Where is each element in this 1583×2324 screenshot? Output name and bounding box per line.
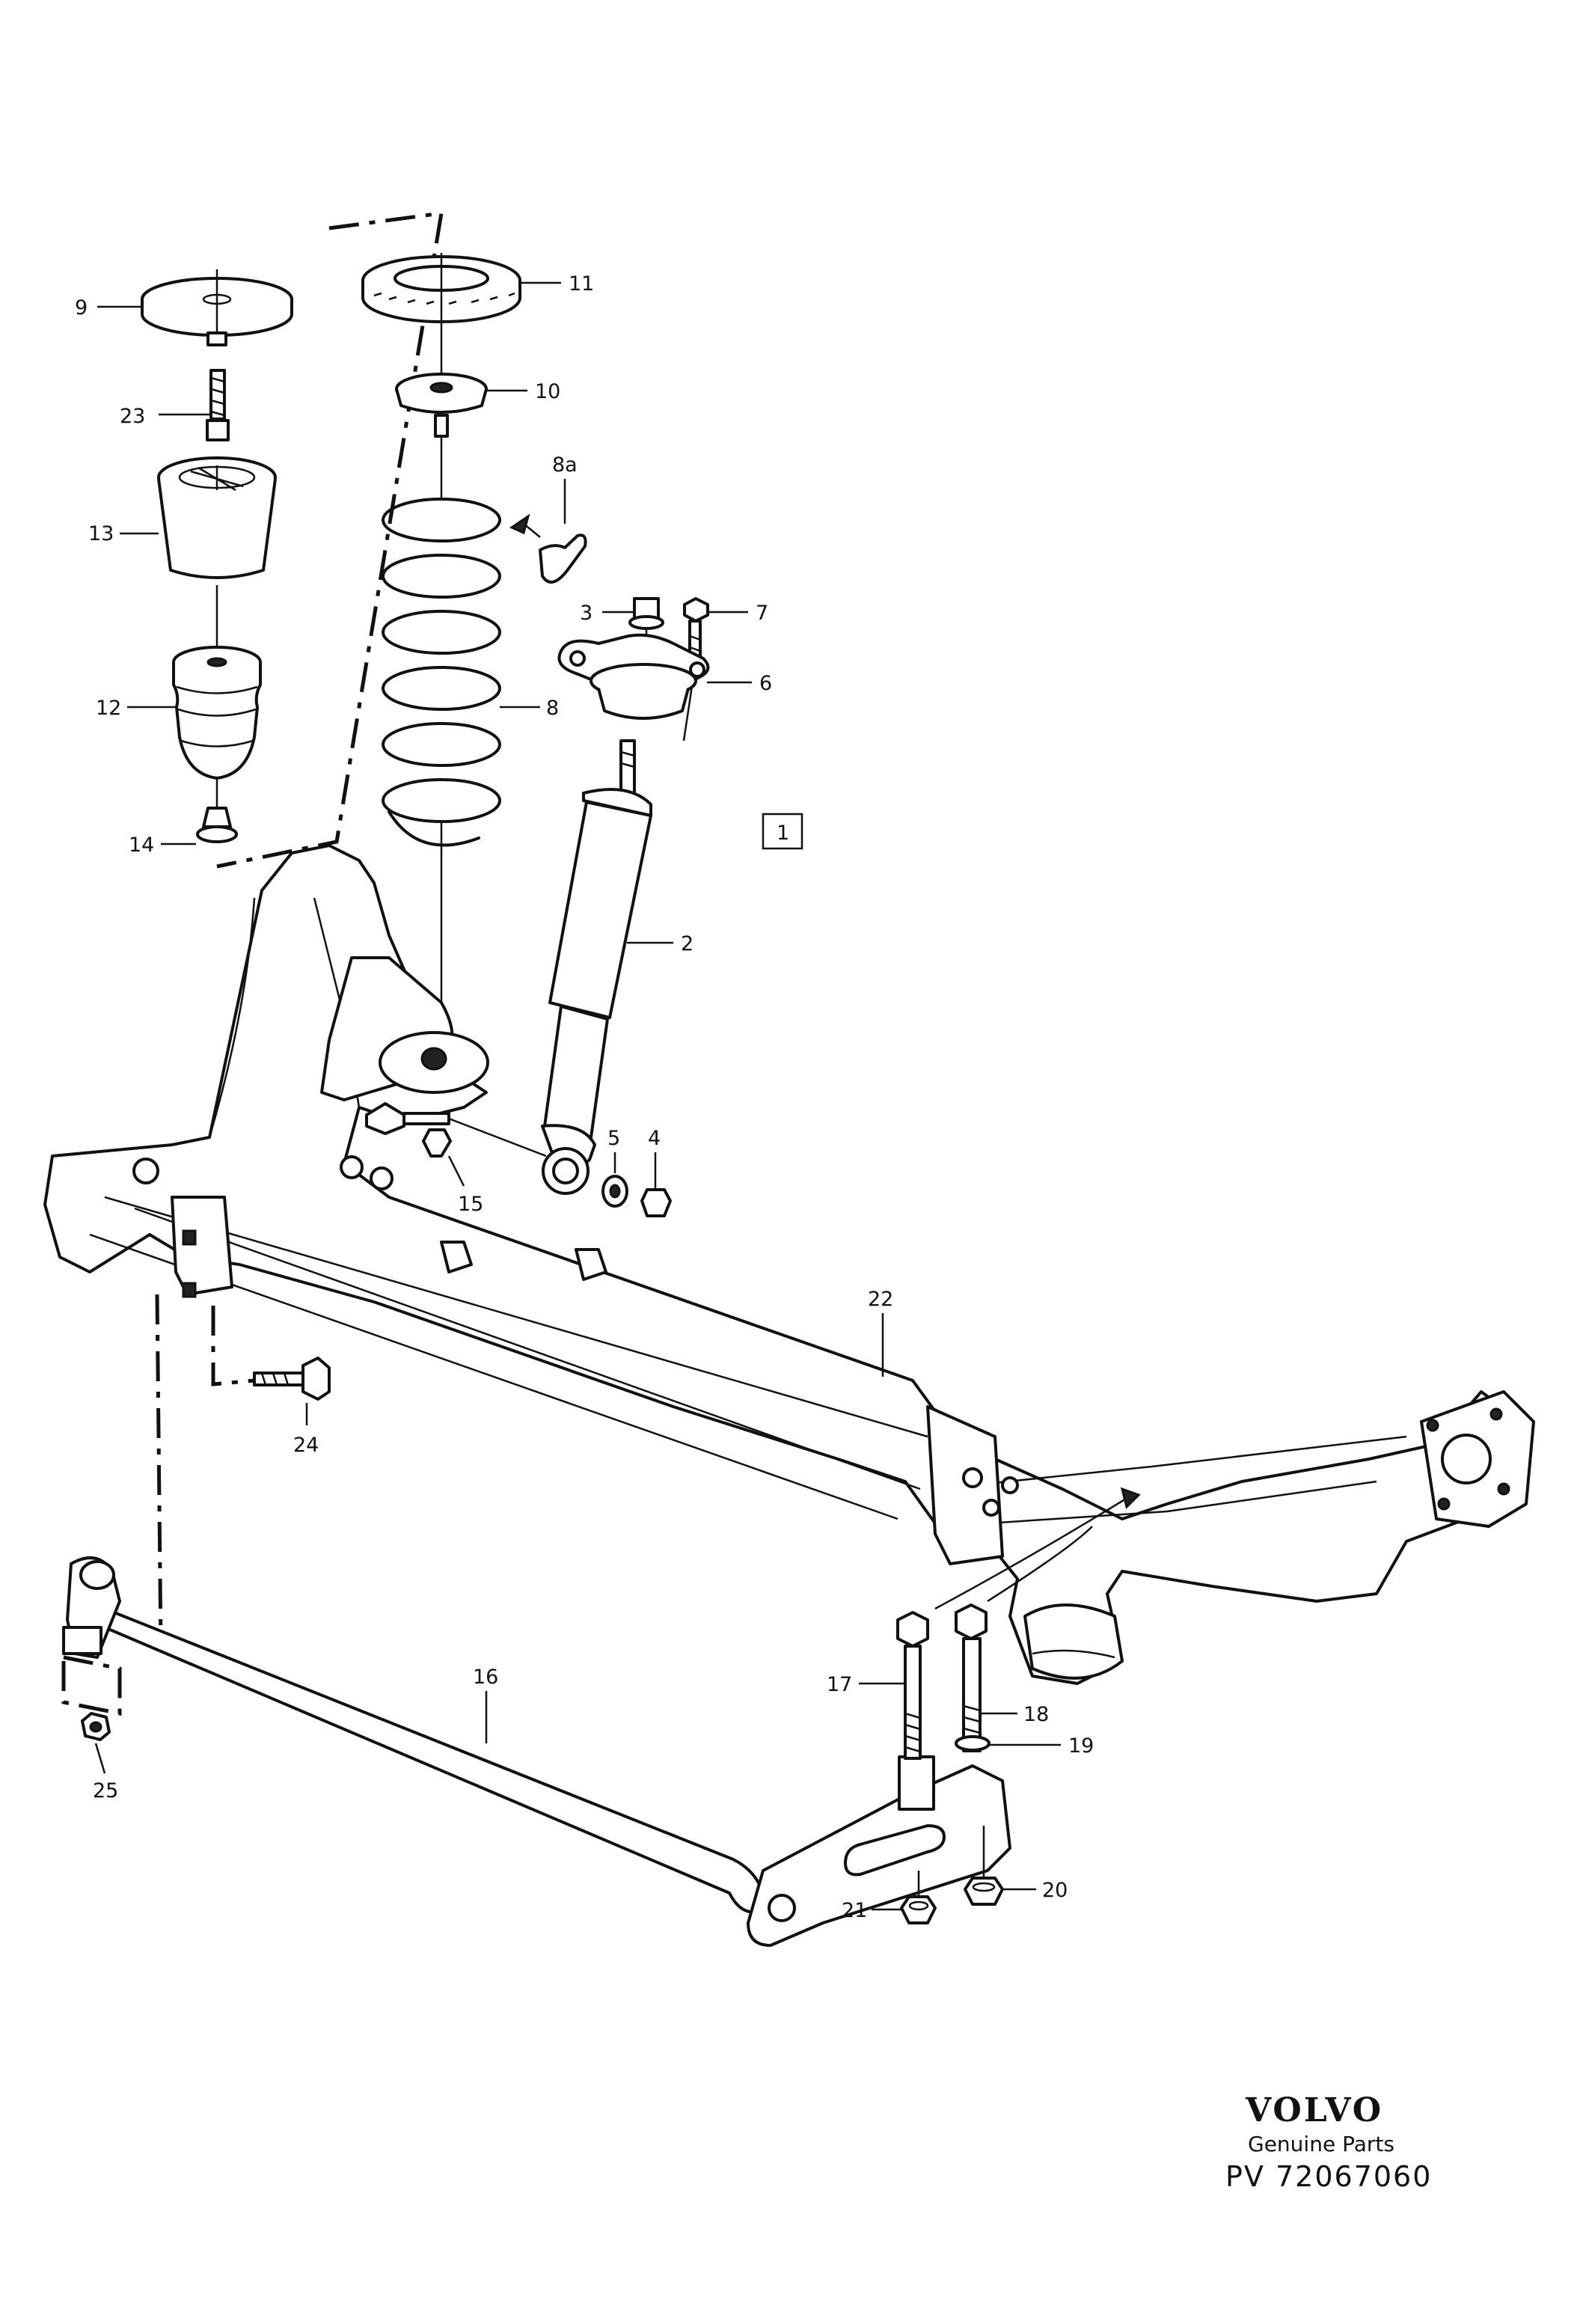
hose-8a [509, 513, 587, 584]
callout-22: 22 [868, 1288, 893, 1311]
callout-25: 25 [93, 1779, 118, 1802]
callout-14: 14 [129, 834, 154, 857]
assembly-outline [216, 211, 444, 869]
callout-23: 23 [120, 405, 145, 428]
callout-24: 24 [293, 1434, 319, 1457]
callout-1: 1 [777, 822, 789, 845]
bolt-24 [253, 1357, 331, 1401]
nut-14 [196, 807, 238, 843]
bolt-24-guide [211, 1306, 255, 1386]
callout-21: 21 [842, 1899, 867, 1922]
upper-mount-6 [557, 633, 710, 720]
stabilizer-bar-16 [61, 1556, 765, 1914]
callout-6: 6 [759, 672, 772, 695]
brand-block: VOLVO Genuine Parts PV 72067060 [1225, 2091, 1432, 2193]
callout-13: 13 [88, 522, 114, 545]
callout-19: 19 [1068, 1734, 1094, 1758]
callout-17: 17 [827, 1673, 852, 1696]
callout-9: 9 [75, 296, 88, 319]
washer-19 [955, 1735, 990, 1752]
bolt-15 [365, 1102, 547, 1158]
callout-2: 2 [681, 932, 693, 955]
callout-5: 5 [607, 1127, 620, 1150]
bolt-17 [896, 1611, 929, 1760]
callout-11: 11 [569, 272, 594, 296]
volvo-logo: VOLVO [1245, 2091, 1383, 2129]
coil-spring-8 [382, 498, 501, 847]
callout-8a: 8a [552, 453, 578, 477]
callouts: 9 23 13 12 14 11 10 8a 8 3 7 6 1 2 5 4 1 [75, 272, 1094, 1922]
upper-plate-9 [141, 269, 293, 346]
stud-23 [206, 369, 230, 441]
nut-20 [964, 1877, 1004, 1906]
callout-1-box [762, 813, 803, 850]
nut-25 [81, 1712, 111, 1741]
illustration-code: PV 72067060 [1225, 2160, 1432, 2193]
stabilizer-link-arrow [934, 1495, 1130, 1610]
callout-18: 18 [1023, 1703, 1049, 1726]
callout-10: 10 [535, 380, 560, 403]
callout-4: 4 [648, 1127, 661, 1150]
callout-12: 12 [96, 697, 121, 720]
callout-3: 3 [580, 602, 593, 625]
washer-5 [601, 1175, 628, 1208]
callout-7: 7 [756, 602, 768, 625]
bolt-18 [955, 1603, 988, 1752]
nut-4 [640, 1188, 672, 1217]
bump-stop-12 [172, 646, 262, 780]
stabilizer-guide [155, 1294, 163, 1647]
stabilizer-bracket [747, 1755, 1011, 1947]
callout-15: 15 [458, 1193, 483, 1216]
shock-absorber-2 [541, 739, 652, 1195]
stabilizer-link-arrow-2 [987, 1526, 1093, 1603]
bump-stop-housing-13 [157, 456, 277, 579]
callout-20: 20 [1042, 1879, 1068, 1902]
nut-21 [900, 1895, 937, 1924]
brand-tagline: Genuine Parts [1248, 2132, 1394, 2156]
callout-8: 8 [546, 697, 559, 720]
callout-16: 16 [473, 1666, 498, 1689]
spring-insulator-10 [395, 373, 488, 438]
sleeve-3 [628, 597, 664, 630]
rear-axle-subframe-22 [43, 844, 1535, 1685]
